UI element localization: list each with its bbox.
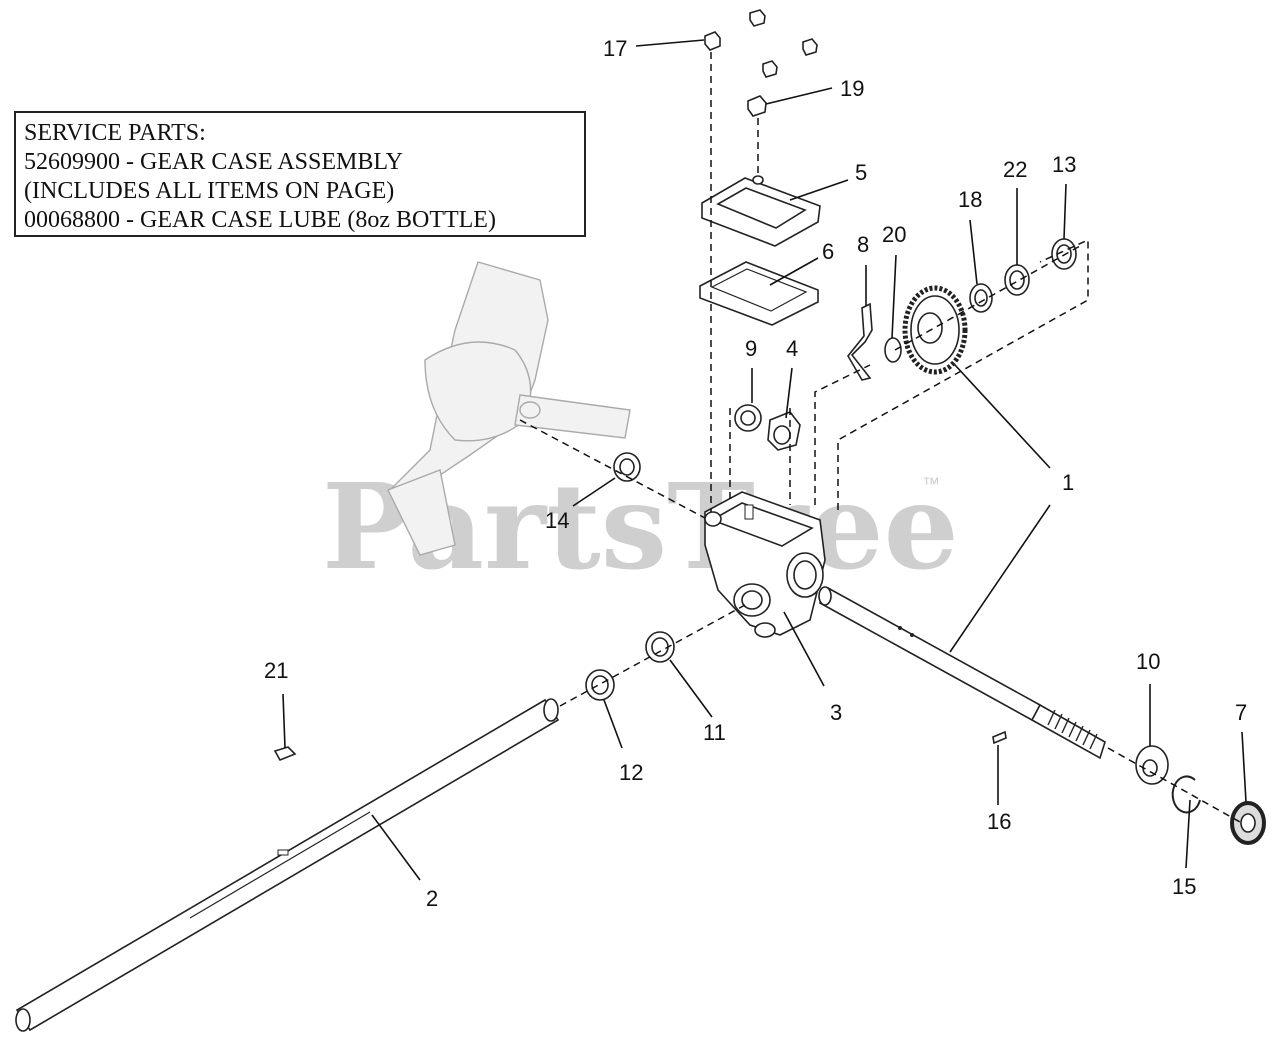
callout-17: 17 (603, 36, 627, 61)
service-parts-box: SERVICE PARTS: 52609900 - GEAR CASE ASSE… (14, 111, 586, 237)
callout-7: 7 (1235, 700, 1247, 725)
callout-9: 9 (745, 336, 757, 361)
callout-20: 20 (882, 222, 906, 247)
cover-5 (701, 175, 821, 247)
gear-case-3 (704, 491, 826, 638)
callout-18: 18 (958, 187, 982, 212)
callout-21: 21 (264, 658, 288, 683)
callout-14: 14 (545, 508, 569, 533)
callout-15: 15 (1172, 874, 1196, 899)
callout-6: 6 (822, 239, 834, 264)
bolts (704, 9, 818, 117)
service-part-gear-case-assembly: 52609900 - GEAR CASE ASSEMBLY (24, 149, 403, 175)
callout-11: 11 (703, 720, 726, 745)
gasket-6 (699, 261, 819, 326)
service-part-gear-case-lube: 00068800 - GEAR CASE LUBE (8oz BOTTLE) (24, 207, 496, 233)
callout-4: 4 (786, 336, 798, 361)
callout-22: 22 (1003, 157, 1027, 182)
service-parts-heading: SERVICE PARTS: (24, 120, 206, 146)
leader-lines (282, 39, 1247, 881)
service-part-note: (INCLUDES ALL ITEMS ON PAGE) (24, 178, 395, 204)
callout-12: 12 (619, 760, 643, 785)
callout-13: 13 (1052, 152, 1076, 177)
shaft-1 (818, 586, 1106, 760)
impeller (387, 261, 631, 556)
watermark-tm: ™ (922, 474, 940, 494)
callout-3: 3 (830, 700, 842, 725)
callout-2: 2 (426, 886, 438, 911)
washers (273, 238, 1266, 845)
gear-1 (902, 285, 968, 375)
callout-5: 5 (855, 160, 867, 185)
callout-10: 10 (1136, 649, 1160, 674)
key-8 (847, 302, 873, 381)
callout-19: 19 (840, 76, 864, 101)
assembly-lines (519, 52, 1241, 823)
callout-1: 1 (1062, 470, 1074, 495)
callout-16: 16 (987, 809, 1011, 834)
callouts: 17 19 5 6 8 20 18 22 13 9 4 1 14 21 3 11… (264, 36, 1247, 911)
shaft-2 (15, 698, 560, 1032)
callout-8: 8 (857, 232, 869, 257)
